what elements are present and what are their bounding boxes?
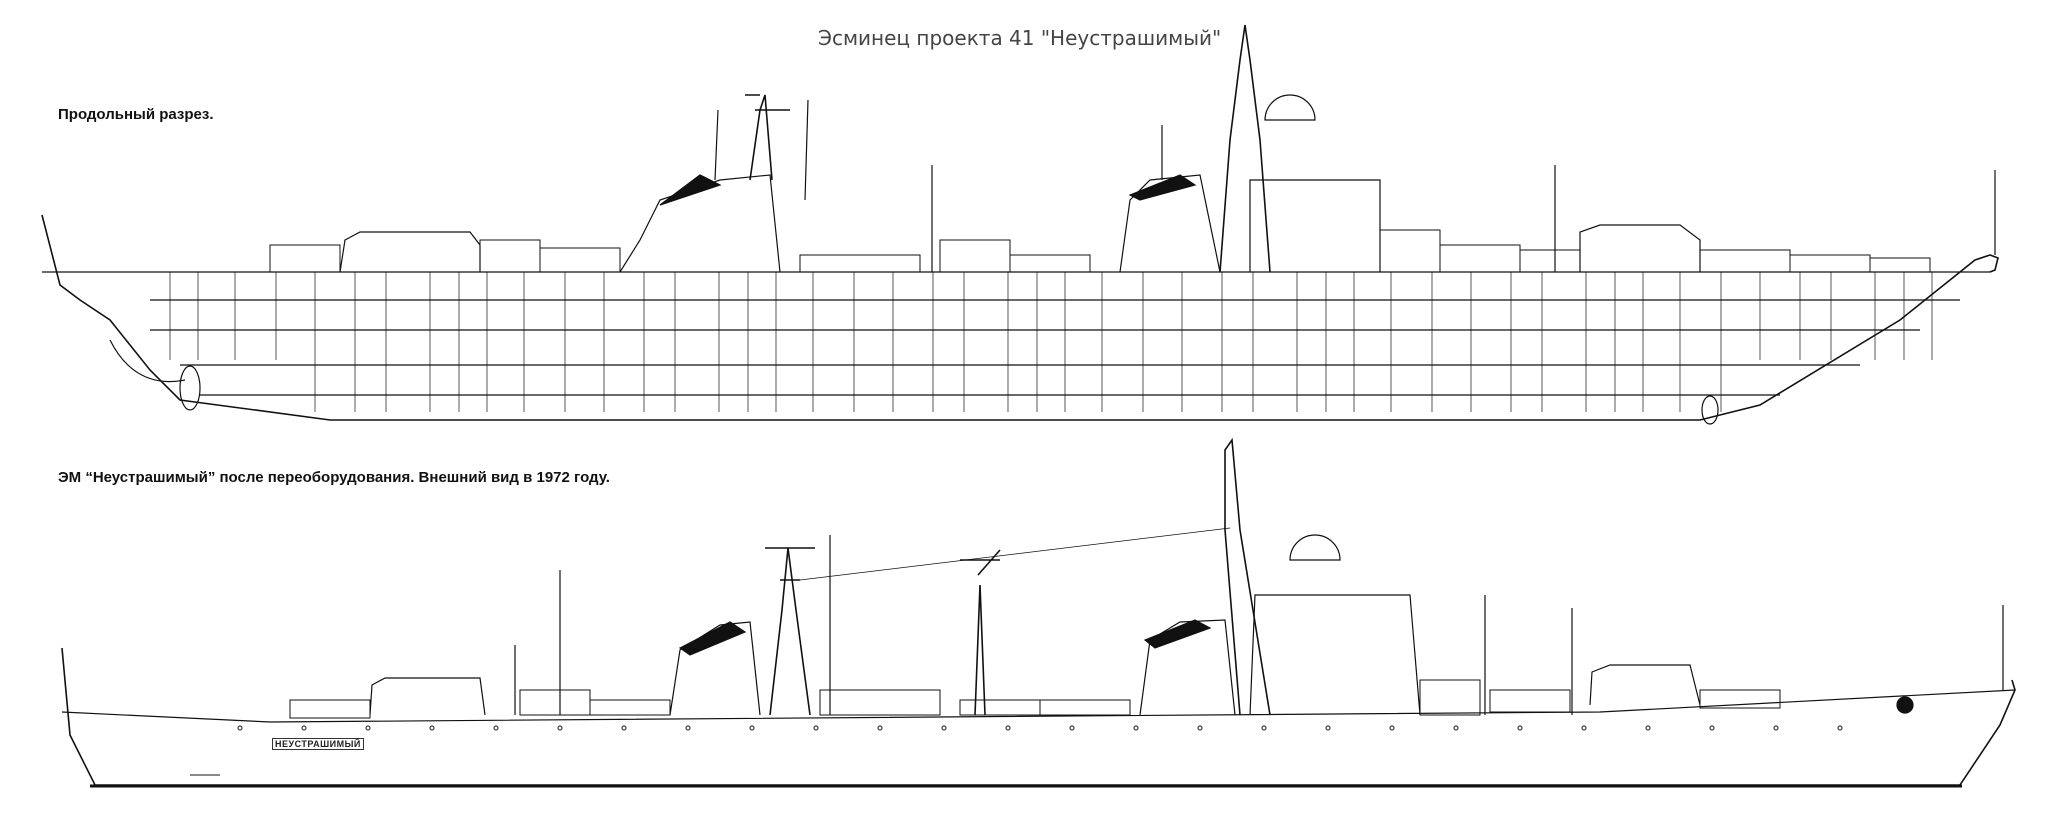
porthole	[877, 725, 883, 731]
superstructure-block	[289, 699, 371, 719]
longitudinal-section-drawing	[41, 24, 1999, 425]
drawing-title: Эсминец проекта 41 "Неустрашимый"	[818, 26, 1222, 50]
main-mast	[1219, 24, 1271, 273]
forward-mast	[745, 94, 790, 181]
porthole	[1453, 725, 1459, 731]
porthole	[365, 725, 371, 731]
superstructure-block	[1379, 229, 1441, 273]
porthole	[1325, 725, 1331, 731]
lattice-antenna	[960, 549, 1001, 716]
porthole	[237, 725, 243, 731]
forward-bridge	[669, 621, 761, 716]
exterior-view-drawing	[61, 437, 2016, 788]
section-label-exterior-view: ЭМ “Неустрашимый” после переоборудования…	[58, 469, 610, 486]
porthole	[1133, 725, 1139, 731]
section-label-cross-section: Продольный разрез.	[58, 106, 214, 123]
superstructure-block	[1039, 699, 1131, 716]
porthole	[429, 725, 435, 731]
forward-gun-turret	[369, 677, 486, 716]
superstructure-block	[269, 244, 341, 273]
superstructure-block	[819, 689, 941, 716]
porthole	[1709, 725, 1715, 731]
porthole	[1197, 725, 1203, 731]
hull-outline	[41, 214, 1999, 421]
superstructure-block	[589, 699, 671, 716]
porthole	[1581, 725, 1587, 731]
forward-gun-turret	[339, 231, 481, 273]
porthole	[813, 725, 819, 731]
superstructure-block	[1489, 689, 1571, 713]
forward-mast	[765, 547, 815, 716]
porthole	[1517, 725, 1523, 731]
main-deck-line	[61, 689, 2016, 723]
superstructure-block	[1009, 254, 1091, 273]
superstructure-block	[1869, 257, 1931, 273]
porthole	[1773, 725, 1779, 731]
porthole	[1261, 725, 1267, 731]
superstructure-block	[1419, 679, 1481, 716]
superstructure-block	[539, 247, 621, 273]
porthole	[301, 725, 307, 731]
superstructure-block	[519, 689, 591, 716]
main-mast	[1224, 437, 1271, 716]
midship-bridge	[1119, 174, 1221, 273]
superstructure-block	[1519, 249, 1581, 273]
midship-bridge	[1139, 619, 1236, 716]
porthole	[1389, 725, 1395, 731]
superstructure-block	[1699, 689, 1781, 709]
hull-name-plate: НЕУСТРАШИМЫЙ	[272, 738, 364, 750]
aft-gun-turret	[1579, 224, 1701, 272]
porthole	[749, 725, 755, 731]
porthole	[621, 725, 627, 731]
superstructure-block	[1439, 244, 1521, 273]
porthole	[1005, 725, 1011, 731]
porthole	[1645, 725, 1651, 731]
superstructure-block	[479, 239, 541, 273]
superstructure-block	[959, 699, 1041, 716]
porthole	[685, 725, 691, 731]
radar-dome	[1289, 534, 1341, 561]
porthole	[941, 725, 947, 731]
porthole	[493, 725, 499, 731]
superstructure-block	[1699, 249, 1791, 273]
porthole	[1837, 725, 1843, 731]
porthole	[557, 725, 563, 731]
superstructure-block	[1789, 254, 1871, 273]
radar-dome	[1264, 94, 1316, 121]
aft-gun-turret	[1589, 664, 1701, 706]
porthole	[1069, 725, 1075, 731]
superstructure-block	[939, 239, 1011, 273]
superstructure-block	[799, 254, 921, 273]
